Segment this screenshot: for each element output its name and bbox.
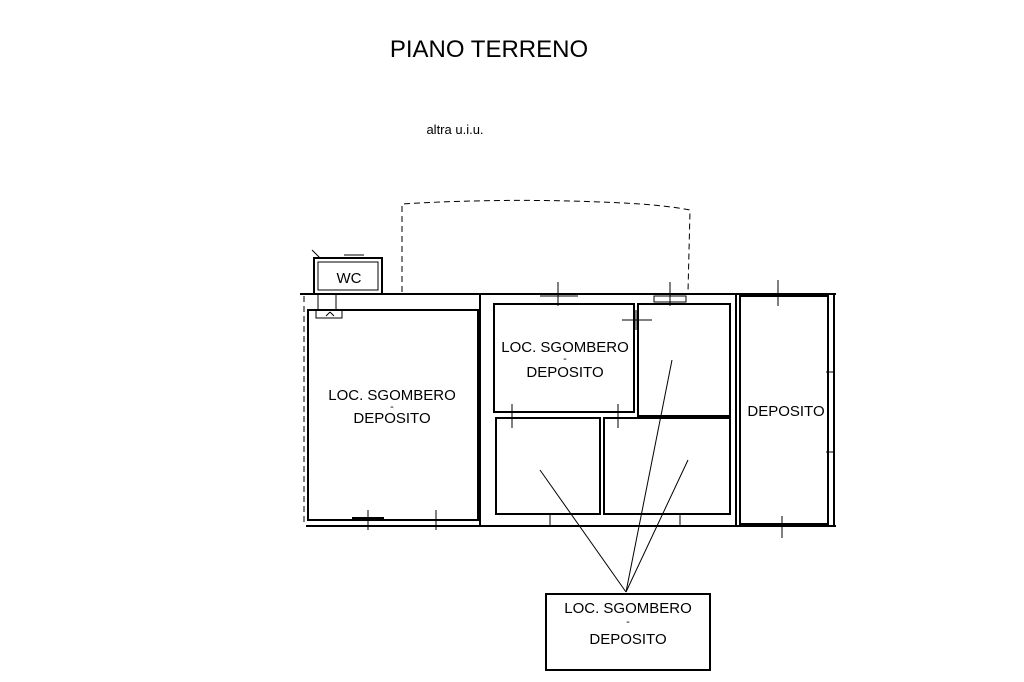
legend-box	[545, 593, 711, 671]
legend-label-line2: DEPOSITO	[589, 631, 666, 648]
wc-room	[311, 249, 383, 310]
center-room-label-line1: LOC. SGOMBERO	[501, 339, 629, 356]
left-room-dash: -	[390, 401, 394, 413]
left-room-label-line1: LOC. SGOMBERO	[328, 387, 456, 404]
left-room	[307, 309, 479, 530]
neighbor-label: altra u.i.u.	[426, 122, 483, 137]
right-room	[739, 280, 829, 538]
wc-label: WC	[337, 270, 362, 287]
center-block	[479, 282, 737, 527]
page-title: PIANO TERRENO	[390, 36, 588, 63]
neighbor-unit-outline	[401, 199, 691, 293]
left-room-label-line2: DEPOSITO	[353, 410, 430, 427]
legend-label-line1: LOC. SGOMBERO	[564, 600, 692, 617]
legend-dash: -	[626, 616, 630, 628]
right-room-label: DEPOSITO	[747, 403, 824, 420]
center-room-label-line2: DEPOSITO	[526, 364, 603, 381]
center-room-dash: -	[563, 353, 567, 365]
leader-lines	[539, 359, 689, 593]
